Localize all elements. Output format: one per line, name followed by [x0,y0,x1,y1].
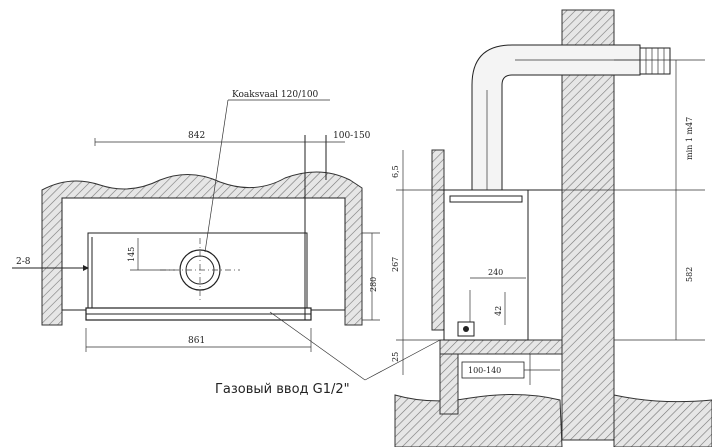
label-coaxial: Koaksvaal 120/100 [232,90,319,100]
dim-240: 240 [488,268,503,277]
appliance-body [443,189,529,341]
dim-right-top: min 1 m47 [685,117,694,160]
dim-width-bottom: 861 [188,336,205,346]
dim-right-mid: 582 [685,267,694,282]
dim-width-top: 842 [188,131,205,141]
dim-vert-mid: 267 [391,257,400,272]
side-view: 240 42 6,5 267 25 100-140 min 1 m47 582 [391,9,712,447]
firebox-front [87,232,308,311]
dim-42: 42 [494,306,503,316]
ground-hatch [394,393,563,447]
wall-bracket [431,149,445,331]
left-support-post [439,353,459,415]
chimney-wall [561,9,615,441]
flue-pipe [471,44,641,191]
dim-gap-right: 100-150 [333,131,371,141]
dim-25: 25 [391,352,400,362]
dim-left-arrow: 2-8 [16,257,31,267]
front-view: 842 100-150 Koaksvaal 120/100 2-8 145 28… [12,90,441,397]
flue-terminal [639,47,671,75]
label-gas-inlet: Газовый ввод G1/2" [215,382,350,397]
dim-height-right: 280 [369,277,378,292]
dim-height-inner: 145 [127,247,136,262]
floor-slab [439,339,563,355]
dim-floor: 100-140 [468,366,501,375]
dim-vert-top: 6,5 [391,165,400,178]
front-wall-hatch [41,171,363,326]
